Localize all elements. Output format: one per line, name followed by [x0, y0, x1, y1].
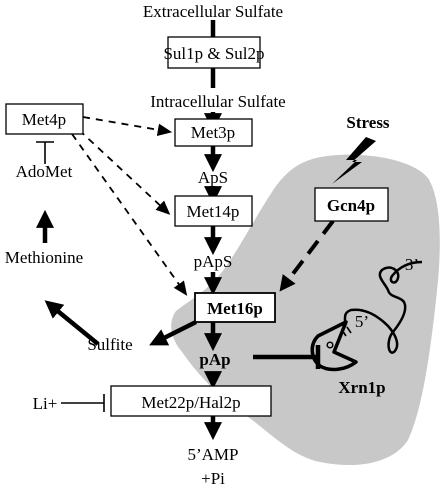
flow-sulfite-to-methionine	[44, 300, 100, 346]
activation-gcn4-met16	[279, 219, 335, 292]
label-pap: pAp	[199, 350, 230, 369]
met22-box	[110, 385, 272, 417]
lightning-bolt-icon	[332, 137, 376, 184]
label-met16: Met16p	[207, 299, 263, 318]
label-rna-3-prime: 3’	[405, 255, 419, 274]
label-rna-5-prime: 5’	[355, 312, 369, 331]
label-adomet: AdoMet	[16, 162, 73, 181]
sul-box	[167, 36, 261, 69]
label-li: Li+	[33, 394, 58, 413]
label-paps: pApS	[194, 252, 233, 271]
label-met22: Met22p/Hal2p	[141, 393, 240, 412]
label-xrn1: Xrn1p	[338, 378, 385, 397]
label-gcn4: Gcn4p	[327, 196, 375, 215]
label-met14: Met14p	[187, 202, 240, 221]
met4-box	[5, 103, 84, 135]
label-met4: Met4p	[22, 110, 66, 129]
gcn4-box	[314, 187, 389, 222]
label-stress: Stress	[346, 113, 390, 132]
activation-met4-met14	[78, 129, 171, 215]
met14-box	[174, 195, 253, 227]
flow-met16-to-sulfite	[149, 319, 198, 346]
label-intracellular-sulfate: Intracellular Sulfate	[150, 92, 285, 111]
label-amp: 5’AMP	[187, 445, 238, 464]
activation-met4-met16	[71, 133, 188, 296]
met16-box	[194, 292, 276, 323]
rna-strand-icon	[343, 260, 423, 354]
label-sul: Sul1p & Sul2p	[163, 44, 264, 63]
label-extracellular-sulfate: Extracellular Sulfate	[143, 2, 283, 21]
xrn1-eye	[326, 341, 334, 349]
label-pi: +Pi	[201, 469, 225, 488]
label-sulfite: Sulfite	[87, 335, 132, 354]
label-met3: Met3p	[191, 123, 235, 142]
rna-cap-mark	[346, 326, 352, 334]
label-methionine: Methionine	[5, 248, 83, 267]
exonuclease-pacman-icon	[310, 320, 358, 372]
met3-box	[174, 118, 253, 147]
label-aps: ApS	[198, 168, 228, 187]
activation-met4-met3	[82, 116, 173, 136]
